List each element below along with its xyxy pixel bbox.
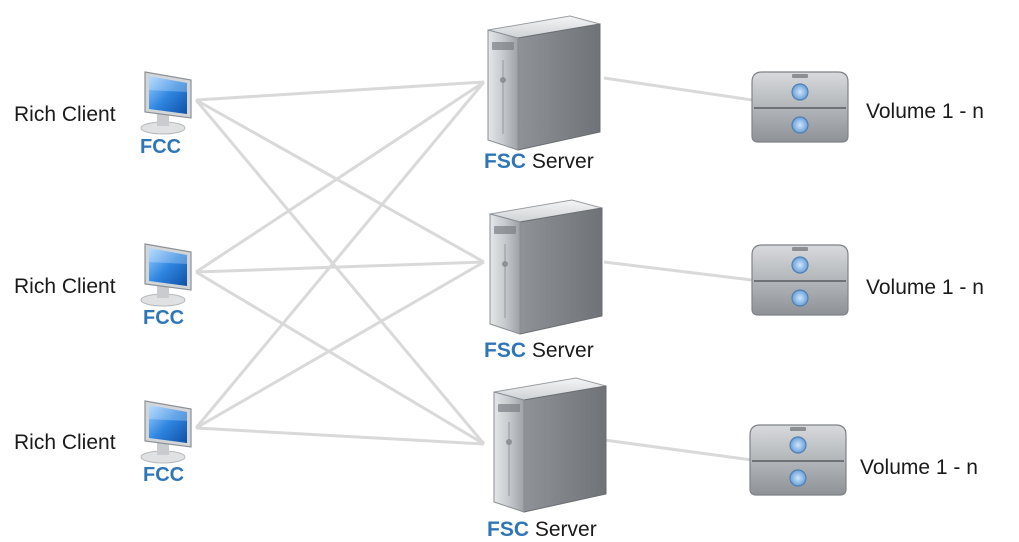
desktop-computer-icon <box>140 243 192 307</box>
link-client-3-server-1 <box>194 81 486 429</box>
server-word: Server <box>534 518 597 541</box>
link-client-1-server-3 <box>194 99 486 445</box>
fcc-label: FCC <box>143 307 185 329</box>
tower-server-icon <box>489 199 603 335</box>
storage-drive-icon <box>749 424 847 496</box>
server-word: Server <box>531 150 594 173</box>
fsc-server-label: FSC Server <box>487 518 597 542</box>
link-client-1-server-1 <box>195 80 485 102</box>
link-client-2-server-2 <box>195 260 485 274</box>
tower-server-icon <box>493 377 607 513</box>
client-label: Rich Client <box>14 431 116 454</box>
volume-label: Volume 1 - n <box>866 276 984 299</box>
fcc-label: FCC <box>143 464 185 486</box>
server-word: Server <box>531 339 594 362</box>
desktop-computer-icon <box>140 71 192 135</box>
link-client-2-server-1 <box>195 80 485 274</box>
client-label: Rich Client <box>14 275 116 298</box>
link-client-2-server-3 <box>195 270 485 446</box>
connection-lines <box>194 76 753 462</box>
desktop-computer-icon <box>140 400 192 464</box>
volume-label: Volume 1 - n <box>866 100 984 123</box>
fsc-prefix: FSC <box>484 150 526 173</box>
link-client-1-server-2 <box>195 98 485 264</box>
diagram-nodes <box>140 15 849 513</box>
fsc-server-label: FSC Server <box>484 339 594 363</box>
storage-drive-icon <box>751 244 849 316</box>
link-server-2-volume <box>603 260 753 282</box>
link-client-3-server-2 <box>195 260 485 430</box>
fsc-prefix: FSC <box>487 518 529 541</box>
link-client-3-server-3 <box>195 426 485 446</box>
client-label: Rich Client <box>14 103 116 126</box>
fsc-server-label: FSC Server <box>484 150 594 174</box>
link-server-3-volume <box>603 438 753 462</box>
fcc-label: FCC <box>140 136 182 158</box>
volume-label: Volume 1 - n <box>860 456 978 479</box>
link-server-1-volume <box>603 76 753 102</box>
storage-drive-icon <box>751 71 849 143</box>
tower-server-icon <box>487 15 601 151</box>
fsc-prefix: FSC <box>484 339 526 362</box>
